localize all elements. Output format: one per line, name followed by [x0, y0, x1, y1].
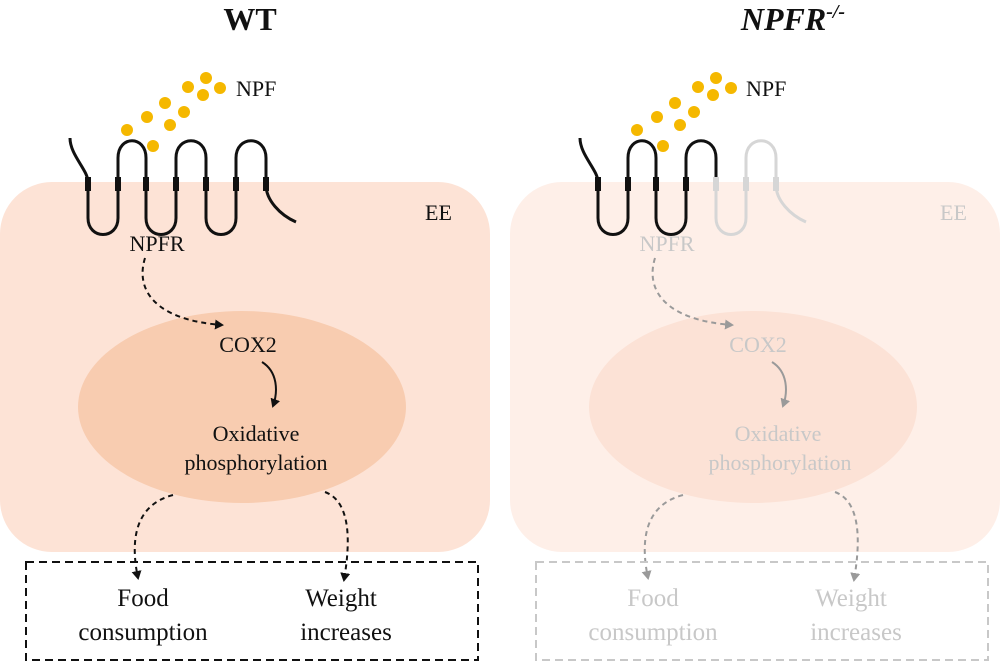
outcome-food-line2: consumption — [78, 619, 208, 646]
outcome-food-faded-line2: consumption — [588, 619, 718, 646]
outcome-box-faded — [535, 561, 989, 661]
membrane-marks — [85, 177, 269, 191]
npfr-label-faded: NPFR — [639, 231, 694, 256]
arrow-to-food — [131, 494, 174, 580]
outcome-weight-faded-line1: Weight — [815, 585, 887, 612]
arrow-to-weight-faded — [834, 491, 861, 582]
outcome-box — [25, 561, 479, 661]
arrow-npfr-to-cox2 — [141, 257, 224, 330]
npf-label-ko: NPF — [746, 76, 786, 101]
oxphos-label-line2: phosphorylation — [185, 450, 328, 475]
ee-label-faded: EE — [940, 200, 967, 225]
npf-dots-ko — [631, 72, 737, 152]
panel-npfr-ko: NPFR-/- EE NPF NPFR COX2 — [510, 1, 1000, 661]
arrow-to-food-faded — [641, 494, 684, 580]
membrane-marks-ko — [595, 177, 779, 191]
cox2-label: COX2 — [219, 332, 276, 357]
arrow-cox2-to-oxphos — [261, 361, 281, 408]
npfr-label: NPFR — [129, 231, 184, 256]
outcome-food-line1: Food — [117, 585, 169, 612]
panel-title-ko: NPFR-/- — [740, 1, 845, 37]
panel-wt: WT EE NPF NPFR COX2 Oxidative — [0, 1, 490, 661]
nucleus-faded — [589, 311, 917, 503]
outcome-weight-line1: Weight — [305, 585, 377, 612]
nucleus — [78, 311, 406, 503]
ee-label: EE — [425, 200, 452, 225]
oxphos-label-faded-line2: phosphorylation — [709, 450, 852, 475]
panel-title-ko-main: NPFR — [740, 1, 826, 37]
oxphos-label-line1: Oxidative — [213, 421, 300, 446]
oxphos-label-faded-line1: Oxidative — [735, 421, 822, 446]
arrow-cox2-to-oxphos-faded — [771, 361, 791, 408]
arrow-npfr-to-cox2-faded — [651, 257, 734, 330]
npf-label: NPF — [236, 76, 276, 101]
arrow-to-weight — [324, 491, 351, 582]
outcome-weight-faded-line2: increases — [810, 619, 902, 646]
panel-title-wt: WT — [223, 1, 276, 37]
outcome-food-faded-line1: Food — [627, 585, 679, 612]
cox2-label-faded: COX2 — [729, 332, 786, 357]
npf-dots — [121, 72, 226, 152]
panel-title-ko-sup: -/- — [826, 1, 845, 23]
outcome-weight-line2: increases — [300, 619, 392, 646]
